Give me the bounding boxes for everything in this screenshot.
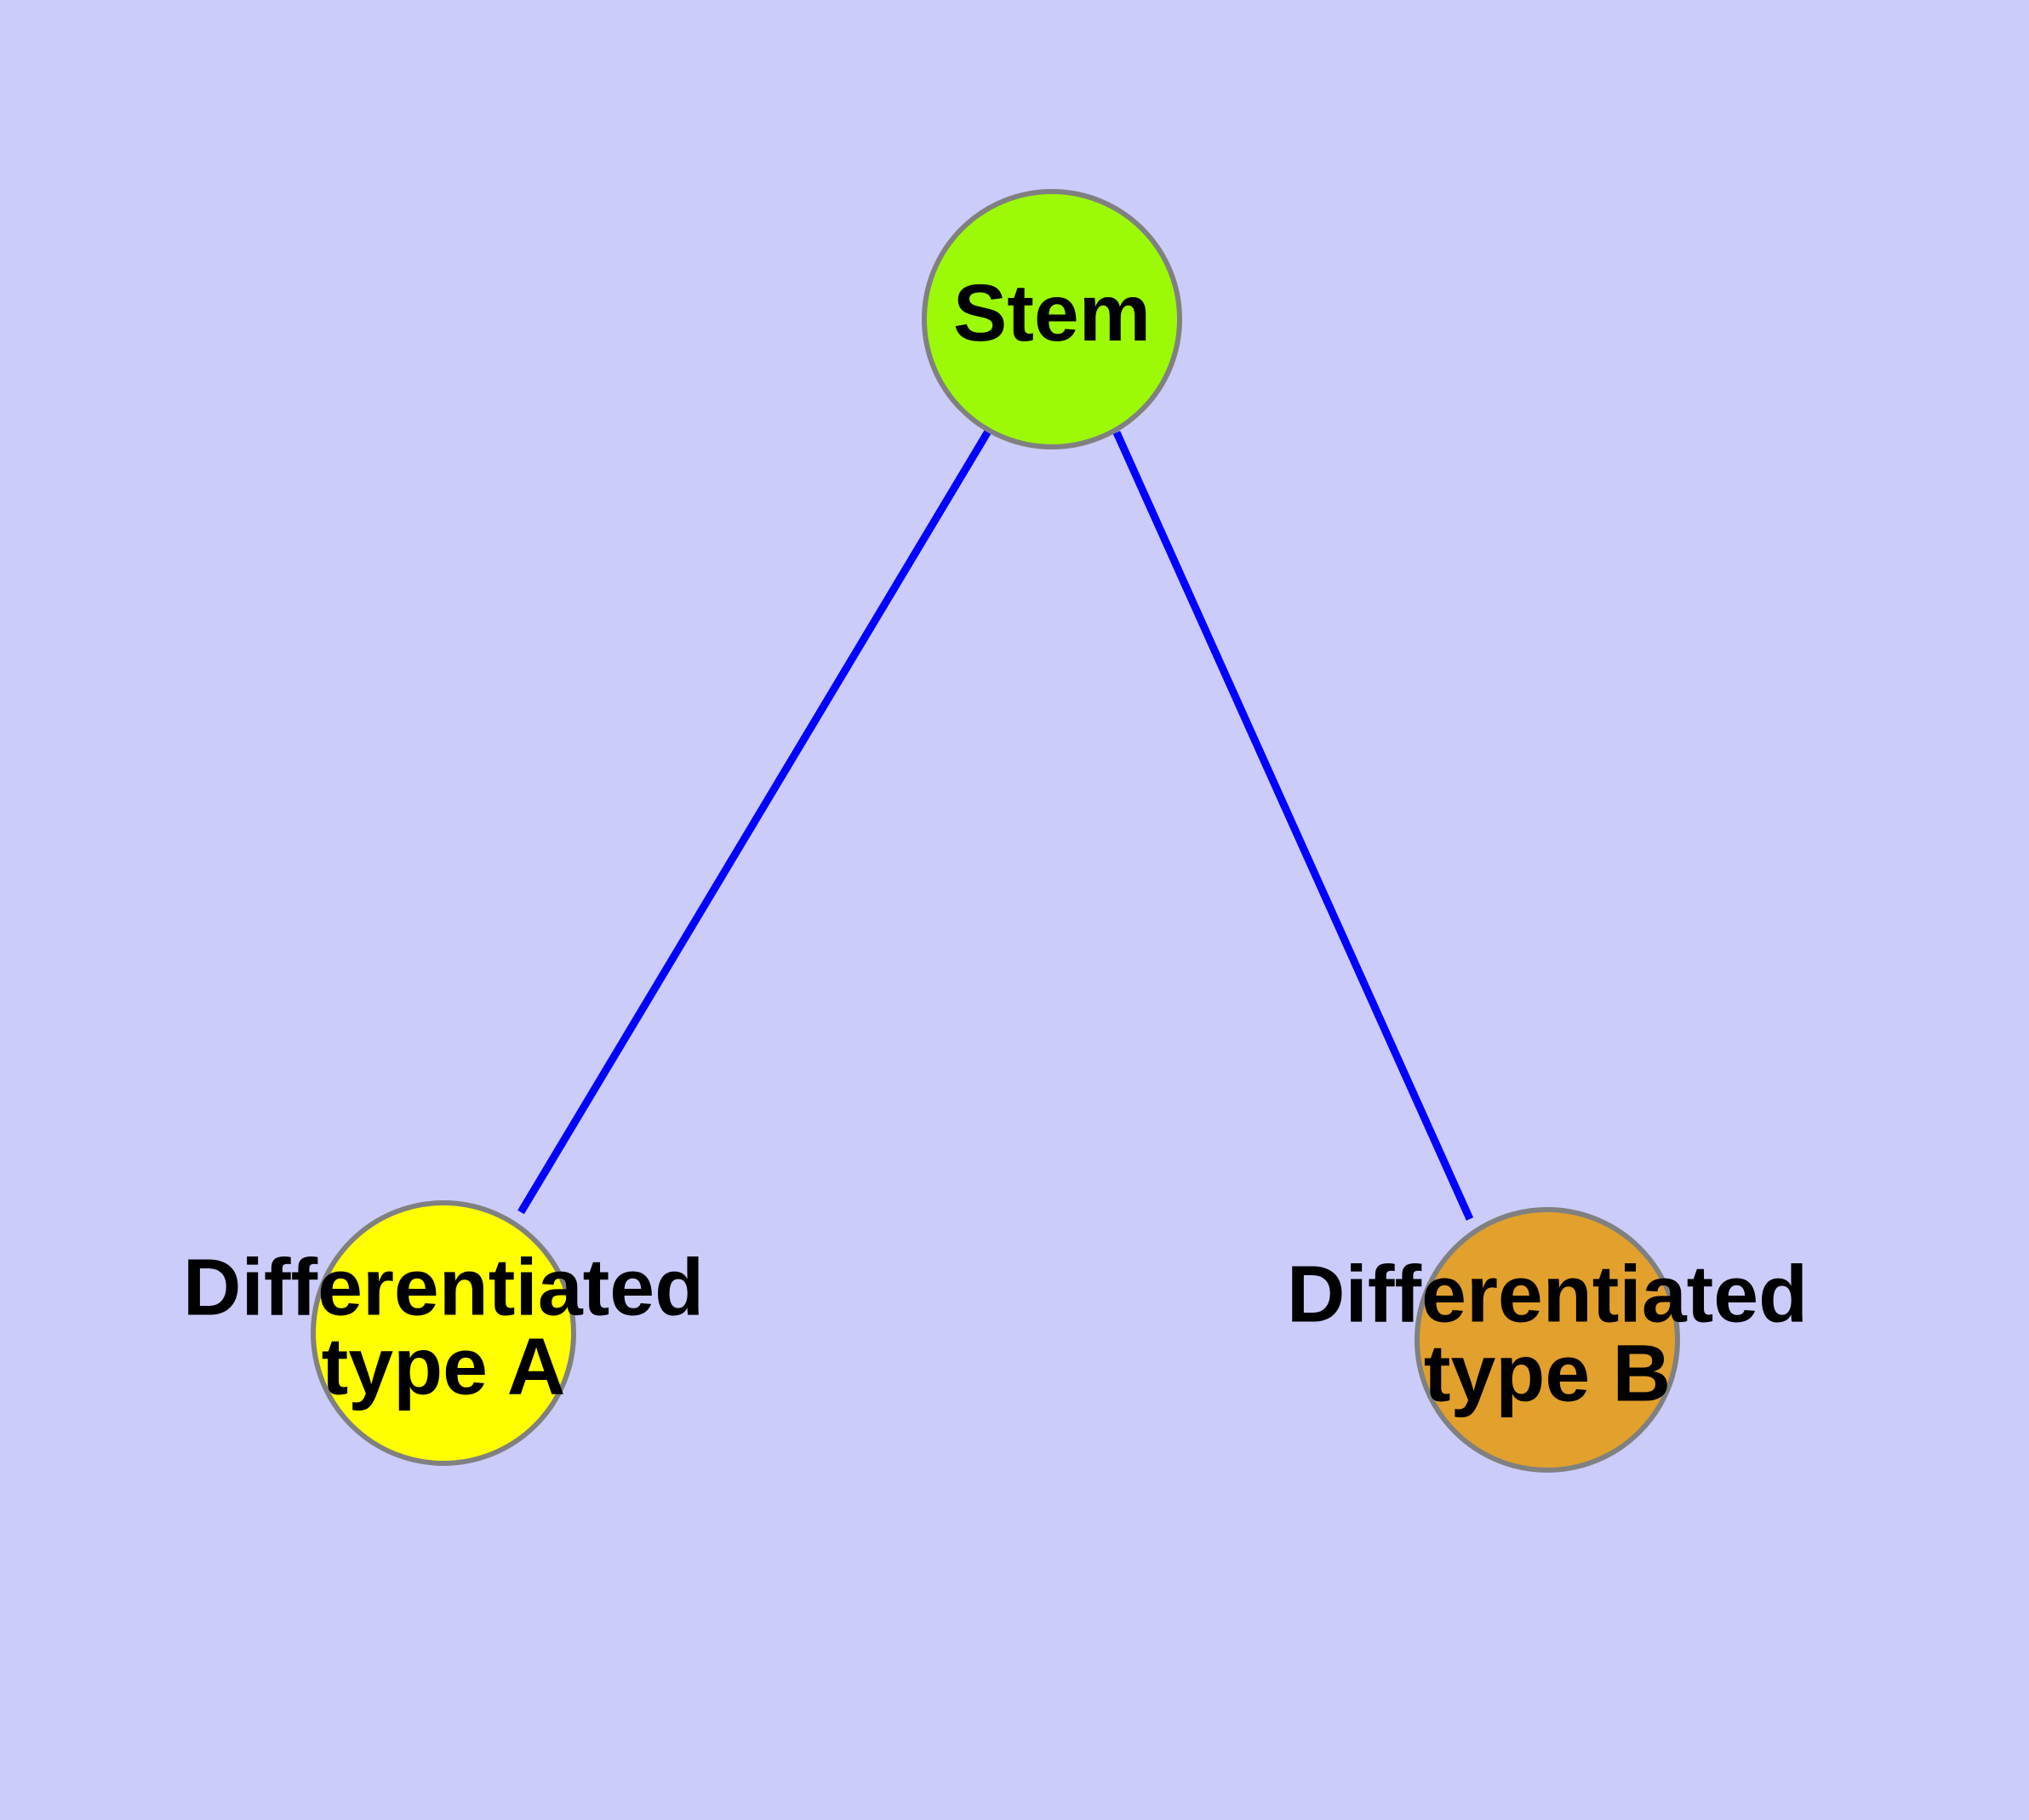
node-label-line: Differentiated [1287, 1250, 1808, 1340]
graph-node-diff_b[interactable] [1415, 1207, 1680, 1473]
graph-edge-stem-to-a[interactable] [517, 427, 992, 1215]
node-label-stem: Stem [953, 268, 1151, 358]
graph-edge-stem-to-b[interactable] [1112, 431, 1474, 1221]
node-label-line: type A [322, 1322, 566, 1412]
node-label-line: type B [1424, 1329, 1671, 1419]
graph-node-stem[interactable] [922, 189, 1182, 449]
node-label-line: Stem [953, 268, 1151, 358]
graph-node-diff_a[interactable] [311, 1200, 576, 1466]
nodes-layer [311, 189, 1680, 1473]
edges-layer [517, 427, 1474, 1221]
node-label-line: Differentiated [183, 1243, 704, 1333]
